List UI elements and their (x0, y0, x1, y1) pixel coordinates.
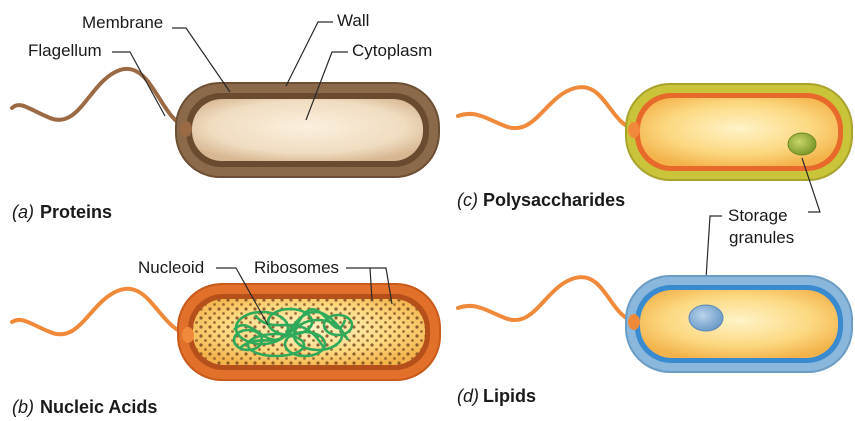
cytoplasm (640, 290, 838, 358)
cytoplasm (640, 98, 838, 166)
flagellum (458, 277, 636, 322)
panel-lipids (458, 276, 852, 372)
caption-nucleic-acids: (b) Nucleic Acids (12, 397, 157, 417)
flagellum-base (182, 327, 194, 343)
label-cytoplasm: Cytoplasm (352, 41, 432, 60)
panel-polysaccharides (458, 84, 852, 180)
label-storage-line1: Storage (728, 206, 788, 225)
caption-letter: (d) (457, 386, 479, 406)
caption-lipids: (d) Lipids (457, 386, 536, 406)
caption-title: Nucleic Acids (40, 397, 157, 417)
flagellum-base (628, 314, 640, 330)
caption-letter: (b) (12, 397, 34, 417)
caption-letter: (a) (12, 202, 34, 222)
label-flagellum: Flagellum (28, 41, 102, 60)
caption-polysaccharides: (c) Polysaccharides (457, 190, 625, 210)
flagellum-base (180, 121, 192, 137)
flagellum-base (628, 122, 640, 138)
label-storage-line2: granules (729, 228, 794, 247)
flagellum (12, 289, 190, 335)
cytoplasm (192, 99, 423, 161)
caption-letter: (c) (457, 190, 478, 210)
label-wall: Wall (337, 11, 369, 30)
label-nucleoid: Nucleoid (138, 258, 204, 277)
caption-title: Proteins (40, 202, 112, 222)
label-membrane: Membrane (82, 13, 163, 32)
flagellum (458, 87, 637, 130)
storage-granule (788, 133, 816, 155)
caption-title: Lipids (483, 386, 536, 406)
leader-flagellum (112, 52, 165, 116)
caption-proteins: (a) Proteins (12, 202, 112, 222)
flagellum (12, 69, 188, 128)
storage-granule (689, 305, 723, 331)
caption-title: Polysaccharides (483, 190, 625, 210)
label-ribosomes: Ribosomes (254, 258, 339, 277)
panel-nucleic-acids (12, 284, 440, 380)
leader-wall (286, 22, 333, 86)
